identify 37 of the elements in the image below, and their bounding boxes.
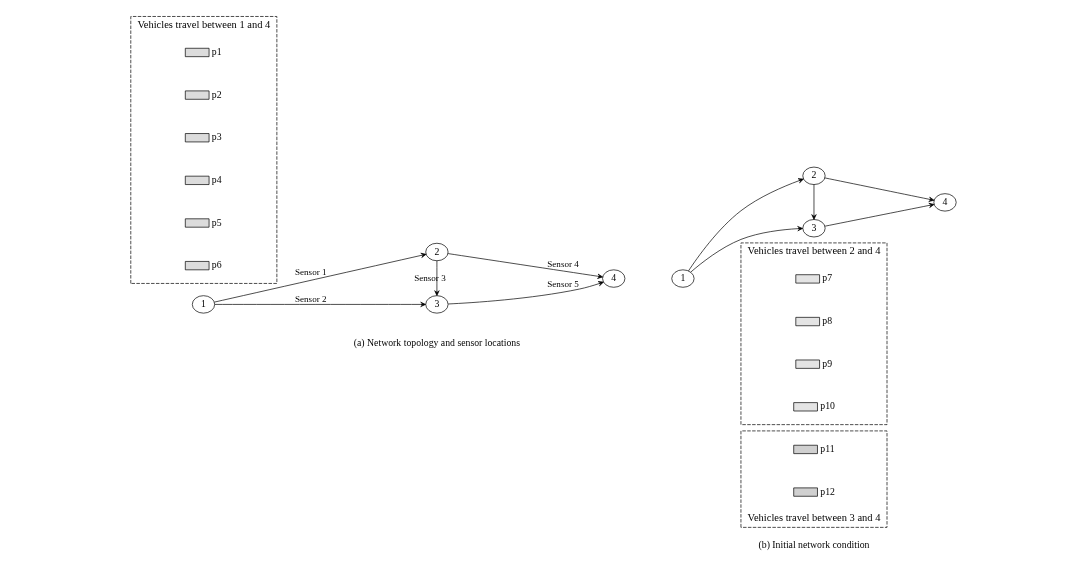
node-ellipse: 1 xyxy=(670,269,694,288)
node-label: p6 xyxy=(211,259,222,271)
edge-label: Sensor 1 xyxy=(294,266,327,277)
node-ellipse: 2 xyxy=(801,166,825,185)
node-label: p11 xyxy=(819,443,835,455)
edge-label: Sensor 3 xyxy=(413,272,446,283)
arrow xyxy=(824,202,934,227)
node-ellipse: 3 xyxy=(801,219,825,238)
node-label: p2 xyxy=(211,88,222,100)
arrow xyxy=(213,301,426,307)
arrow xyxy=(687,178,804,272)
node-ellipse: 4 xyxy=(933,193,957,212)
edge-label: Sensor 2 xyxy=(294,293,327,304)
node-label: p8 xyxy=(821,315,832,327)
node-ellipse: 4 xyxy=(601,269,625,288)
label: (b) Initial network condition xyxy=(758,539,869,551)
node-ellipse: 1 xyxy=(191,295,215,314)
label: (a) Network topology and sensor locations xyxy=(353,337,520,349)
arrow xyxy=(810,184,817,220)
node-label: p4 xyxy=(211,173,222,185)
arrow xyxy=(824,177,934,202)
edge-label: Sensor 4 xyxy=(546,258,579,269)
node-ellipse: 3 xyxy=(424,295,448,314)
node-label: p10 xyxy=(819,400,835,412)
node-label: p7 xyxy=(821,272,832,284)
node-label: p12 xyxy=(819,485,835,497)
arrow xyxy=(689,226,803,273)
arrow xyxy=(213,252,426,303)
node-label: p1 xyxy=(211,46,222,58)
node-ellipse: 2 xyxy=(424,242,448,262)
node-label: p3 xyxy=(211,131,222,143)
arrow xyxy=(433,260,439,296)
node-label: p5 xyxy=(211,216,222,228)
edge-label: Sensor 5 xyxy=(546,278,579,289)
node-label: p9 xyxy=(821,357,832,369)
arrow xyxy=(447,253,603,279)
arrow xyxy=(447,281,604,305)
